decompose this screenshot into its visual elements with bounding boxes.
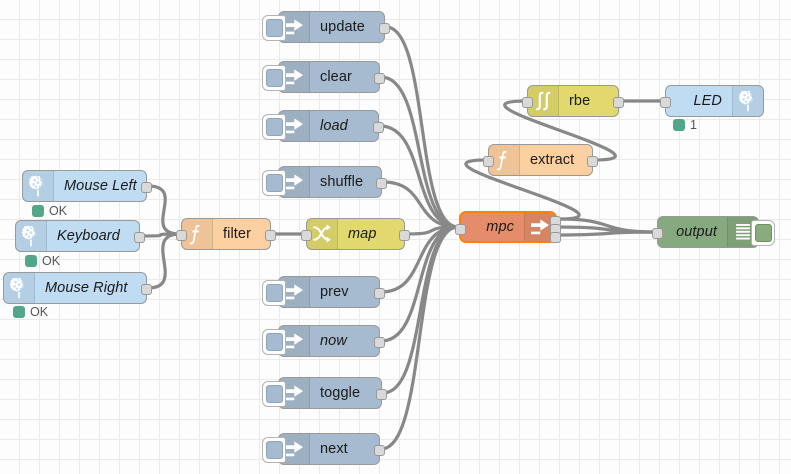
keyboard-node-label: Keyboard: [57, 228, 120, 244]
map-node-label: map: [348, 226, 377, 242]
rbe-node-label: rbe: [569, 93, 591, 109]
shuffle-icon: [307, 219, 338, 249]
inject-node-next[interactable]: next: [262, 433, 385, 465]
extract-function-node-input-port[interactable]: [483, 155, 494, 167]
filter-function-node-output-port-1[interactable]: [265, 229, 276, 241]
wire-clear-to-mpc: [379, 75, 460, 229]
inject-node-shuffle-output-port-1[interactable]: [376, 177, 387, 189]
mpc-node-output-port-3[interactable]: [550, 231, 561, 243]
mpc-node-input-port[interactable]: [455, 223, 466, 235]
inject-node-now[interactable]: now: [262, 325, 385, 357]
filter-function-node-label: filter: [223, 226, 251, 242]
wire-load-to-mpc: [378, 124, 460, 229]
map-node-output-port-1[interactable]: [399, 229, 410, 241]
rbe-node-input-port[interactable]: [522, 96, 533, 108]
inject-node-toggle-output-port-1[interactable]: [376, 388, 387, 400]
debug-output-node[interactable]: output: [652, 216, 775, 248]
keyboard-node[interactable]: Keyboard: [15, 220, 145, 252]
keyboard-node-status: OK: [25, 254, 60, 268]
filter-function-node[interactable]: filter: [176, 218, 276, 250]
debug-output-node-label: output: [676, 224, 717, 240]
raspberry-pi-icon: [23, 171, 54, 201]
inject-node-shuffle-label: shuffle: [320, 174, 364, 190]
inject-node-update[interactable]: update: [262, 11, 390, 43]
inject-node-shuffle[interactable]: shuffle: [262, 166, 387, 198]
inject-node-clear-output-port-1[interactable]: [374, 72, 385, 84]
wire-update-to-mpc: [384, 25, 460, 229]
raspberry-pi-icon: [16, 221, 47, 251]
led-output-node-input-port[interactable]: [660, 96, 671, 108]
keyboard-node-output-port-1[interactable]: [134, 231, 145, 243]
inject-node-update-output-port-1[interactable]: [379, 22, 390, 34]
rbe-node-output-port-1[interactable]: [613, 96, 624, 108]
mouse-right-node-label: Mouse Right: [45, 280, 128, 296]
debug-output-node-input-port[interactable]: [652, 227, 663, 239]
inject-node-now-output-port-1[interactable]: [374, 336, 385, 348]
mouse-left-node-status-text: OK: [49, 204, 68, 218]
filter-function-node-input-port[interactable]: [176, 229, 187, 241]
wire-keyboard-to-filter: [139, 232, 182, 238]
inject-node-load-label: load: [320, 118, 348, 134]
inject-node-clear-inject-button[interactable]: [262, 65, 286, 91]
inject-node-now-inject-button[interactable]: [262, 329, 286, 355]
inject-node-clear[interactable]: clear: [262, 61, 385, 93]
status-dot-icon: [32, 205, 44, 217]
mpc-node[interactable]: mpc: [455, 211, 561, 243]
inject-node-next-inject-button[interactable]: [262, 437, 286, 463]
inject-node-next-label: next: [320, 441, 348, 457]
mouse-right-node-status: OK: [13, 305, 48, 319]
mouse-left-node-status: OK: [32, 204, 67, 218]
extract-function-node[interactable]: extract: [483, 144, 598, 176]
inject-node-toggle-inject-button[interactable]: [262, 381, 286, 407]
wire-mouse-left-to-filter: [146, 184, 182, 236]
inject-node-prev-inject-button[interactable]: [262, 280, 286, 306]
map-node-input-port[interactable]: [301, 229, 312, 241]
status-dot-icon: [13, 306, 25, 318]
raspberry-pi-icon: [4, 273, 35, 303]
inject-node-load-output-port-1[interactable]: [373, 121, 384, 133]
status-dot-icon: [673, 119, 685, 131]
function-f-icon: [182, 219, 213, 249]
inject-node-update-label: update: [320, 19, 365, 35]
mpc-node-label: mpc: [486, 219, 514, 235]
inject-node-prev[interactable]: prev: [262, 276, 385, 308]
led-output-node-status: 1: [673, 118, 697, 132]
inject-node-load-inject-button[interactable]: [262, 114, 286, 140]
inject-node-clear-label: clear: [320, 69, 352, 85]
inject-node-prev-output-port-1[interactable]: [374, 287, 385, 299]
led-output-node-status-text: 1: [690, 118, 697, 132]
mouse-right-node[interactable]: Mouse Right: [3, 272, 152, 304]
wire-next-to-mpc: [379, 225, 460, 451]
wire-map-to-mpc: [404, 225, 460, 236]
inject-node-prev-label: prev: [320, 284, 349, 300]
raspberry-pi-icon: [732, 86, 763, 116]
wire-toggle-to-mpc: [381, 225, 460, 395]
mouse-right-node-status-text: OK: [30, 305, 49, 319]
map-node[interactable]: map: [301, 218, 410, 250]
mouse-left-node-output-port-1[interactable]: [141, 181, 152, 193]
extract-function-node-output-port-1[interactable]: [587, 155, 598, 167]
led-output-node[interactable]: LED: [660, 85, 764, 117]
inject-node-now-label: now: [320, 333, 347, 349]
inject-node-update-inject-button[interactable]: [262, 15, 286, 41]
led-output-node-label: LED: [693, 93, 722, 109]
inject-node-next-output-port-1[interactable]: [374, 444, 385, 456]
wire-mpc-out3-to-output: [556, 230, 658, 237]
extract-function-node-label: extract: [530, 152, 575, 168]
wire-mpc-out1-to-output: [556, 217, 658, 234]
wire-mpc-out2-to-output: [556, 225, 658, 234]
debug-output-node-toggle-button[interactable]: [751, 220, 775, 246]
inject-node-toggle-label: toggle: [320, 385, 361, 401]
inject-node-shuffle-inject-button[interactable]: [262, 170, 286, 196]
status-dot-icon: [25, 255, 37, 267]
keyboard-node-status-text: OK: [42, 254, 61, 268]
inject-node-toggle[interactable]: toggle: [262, 377, 387, 409]
mouse-left-node[interactable]: Mouse Left: [22, 170, 152, 202]
rbe-node[interactable]: rbe: [522, 85, 624, 117]
wire-mouse-right-to-filter: [146, 232, 182, 290]
mouse-left-node-label: Mouse Left: [64, 178, 137, 194]
inject-node-load[interactable]: load: [262, 110, 384, 142]
mouse-right-node-output-port-1[interactable]: [141, 283, 152, 295]
